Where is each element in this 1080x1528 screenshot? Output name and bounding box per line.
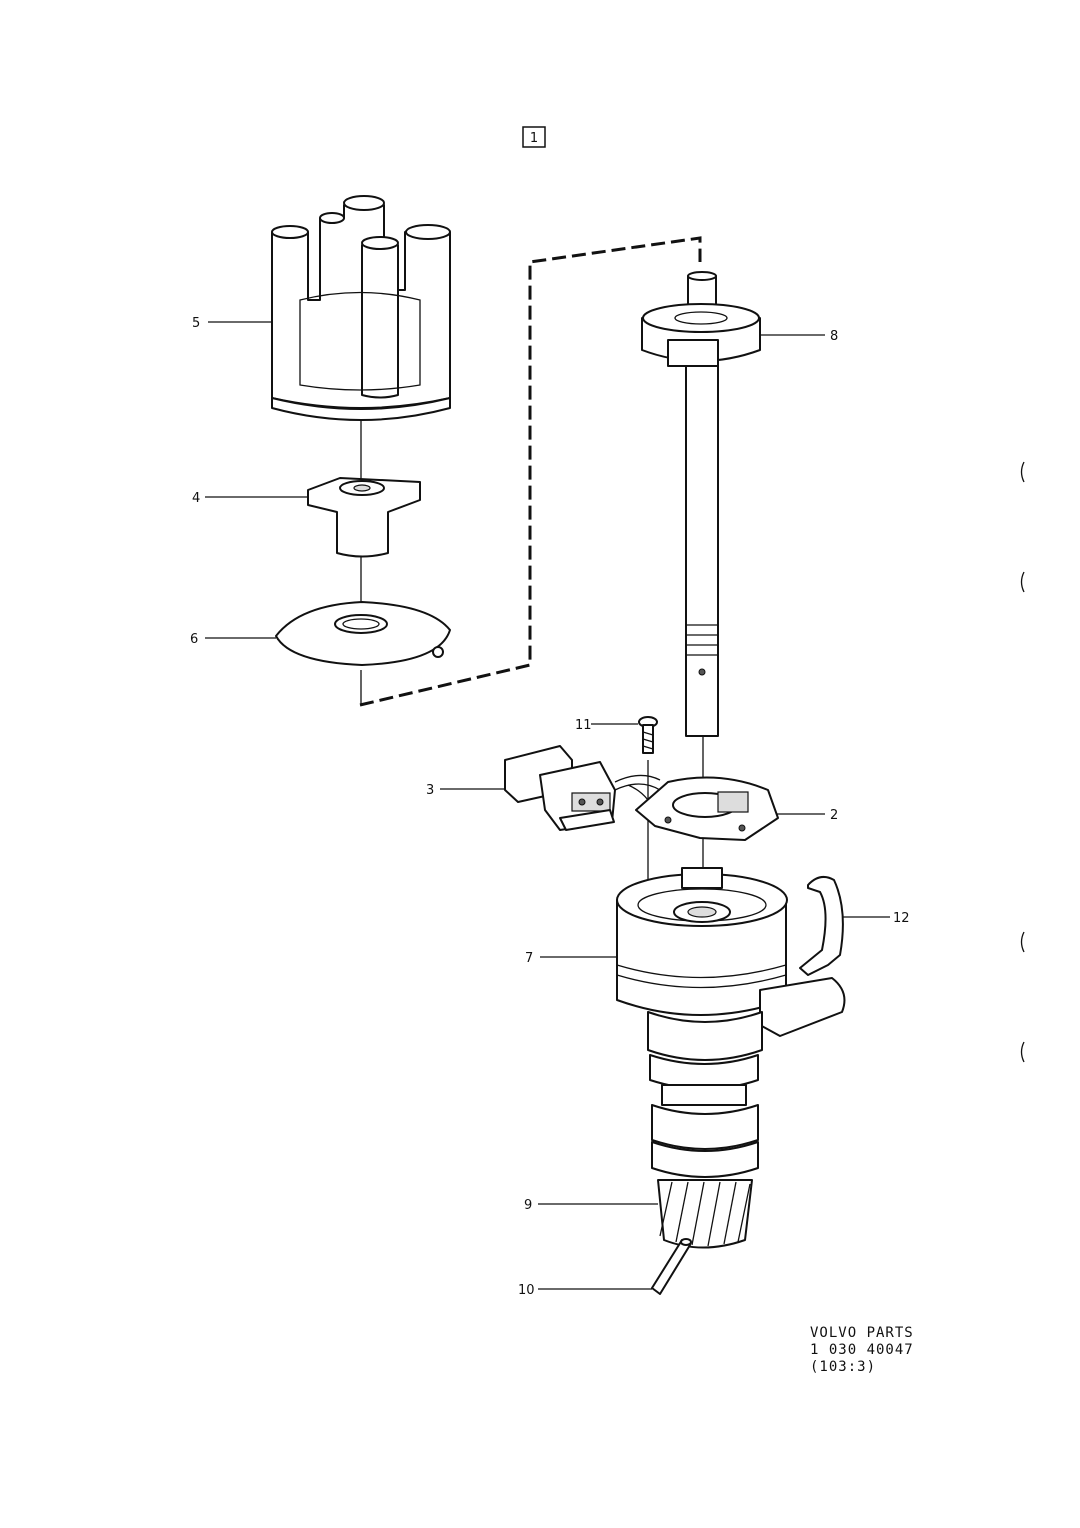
- stamp-line-3: (103:3): [810, 1359, 876, 1375]
- distributor-housing-icon: [616, 867, 846, 1178]
- callout-2: 2: [830, 808, 838, 823]
- screw-icon: [638, 716, 658, 754]
- cap-clip-icon: [799, 875, 844, 976]
- callout-9: 9: [524, 1198, 532, 1213]
- callout-5: 5: [192, 316, 200, 331]
- reference-number: 1: [530, 131, 538, 146]
- callout-7: 7: [525, 951, 533, 966]
- callout-12: 12: [893, 911, 910, 926]
- rotor-arm-icon: [307, 477, 421, 558]
- callout-6: 6: [190, 632, 198, 647]
- reference-box: 1: [522, 126, 546, 148]
- leader-lines: [205, 321, 890, 1290]
- pin-icon: [651, 1238, 692, 1295]
- callout-4: 4: [192, 491, 200, 506]
- margin-marks: [1020, 461, 1025, 1063]
- distributor-cap-icon: [271, 195, 451, 421]
- breaker-plate-icon: [627, 776, 779, 841]
- stamp-line-2: 1 030 40047: [810, 1342, 914, 1358]
- callout-3: 3: [426, 783, 434, 798]
- parts-stamp: VOLVO PARTS 1 030 40047 (103:3): [810, 1325, 914, 1375]
- dust-shield-icon: [275, 601, 451, 666]
- callout-11: 11: [575, 718, 592, 733]
- pickup-unit-icon: [504, 745, 661, 831]
- callout-8: 8: [830, 329, 838, 344]
- stamp-line-1: VOLVO PARTS: [810, 1325, 914, 1341]
- callout-10: 10: [518, 1283, 535, 1298]
- drive-gear-icon: [657, 1179, 753, 1249]
- distributor-shaft-icon: [641, 271, 761, 737]
